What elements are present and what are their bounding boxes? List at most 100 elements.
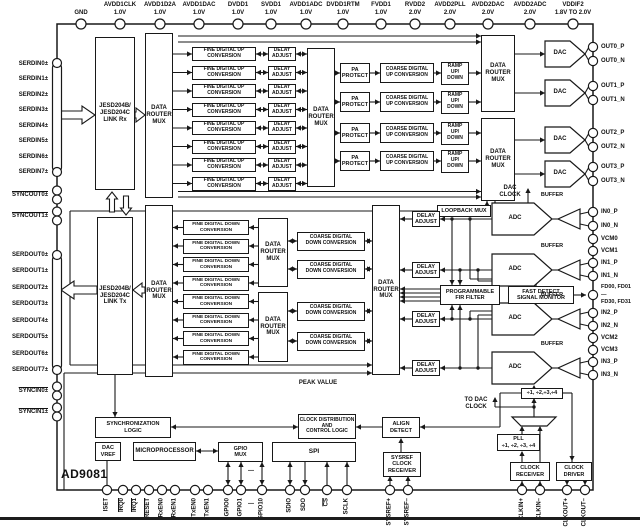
chip-name: AD9081 (61, 467, 108, 481)
pin-pad (232, 18, 244, 30)
pin-label: SERDIN5± (18, 137, 48, 144)
pin-pad (114, 18, 126, 30)
pin-label: OUT2_P (601, 129, 625, 136)
pin-label: VCM3 (601, 346, 618, 353)
pin-label: SYNCIN0± (18, 387, 48, 394)
pin-pad (337, 18, 349, 30)
pin-pad (193, 18, 205, 30)
pin-pad (51, 411, 63, 422)
pin-label: RxEN0 (158, 498, 165, 518)
pin-label: SDIO (286, 498, 293, 513)
pin-pad (117, 484, 129, 496)
pin-label: RxEN1 (171, 498, 178, 518)
clock-mux-trapezoid (510, 416, 558, 427)
pin-label: SERDOUT3± (12, 300, 48, 307)
pin-pad (587, 41, 599, 53)
pin-label: GPIO0 (224, 498, 231, 517)
pin-pad (256, 484, 268, 496)
pin-label: IN1_N (601, 272, 619, 279)
pin-label: IN3_P (601, 358, 618, 365)
pin-label: SDO (301, 498, 308, 512)
pin-pad (235, 484, 247, 496)
pin-pad (534, 484, 546, 496)
pin-label: PEAK VALUE (298, 380, 338, 386)
pin-label: SERDOUT1± (12, 267, 48, 274)
pin-pad (51, 390, 63, 401)
pin-pad (561, 484, 573, 496)
dac-shape (544, 126, 586, 154)
pin-pad (156, 484, 168, 496)
pin-label: CS (323, 498, 330, 507)
pin-label: 1.0V (264, 9, 278, 16)
pin-pad (587, 141, 599, 153)
pin-pad (202, 484, 214, 496)
adc-shape (491, 351, 553, 385)
pin-label: SYNCIN1± (18, 408, 48, 415)
pin-pad (587, 161, 599, 173)
pin-label: AVDD2ADC (513, 2, 547, 8)
pin-pad (130, 484, 142, 496)
pin-label: DAC (503, 185, 517, 191)
pin-pad (587, 344, 599, 356)
pin-pad (101, 484, 113, 496)
pin-label: AVDD1ADC (289, 2, 323, 8)
pin-label: CLOCK (465, 404, 487, 410)
pin-label: SERDIN4± (18, 122, 48, 129)
pin-label: 1.8V TO 2.0V (554, 9, 592, 16)
pin-pad (321, 484, 333, 496)
pin-pad (341, 484, 353, 496)
pin-label: VCM2 (601, 334, 618, 341)
pin-label: OUT0_N (601, 57, 625, 64)
pin-pad (587, 220, 599, 232)
adc-shape (491, 253, 553, 287)
pin-pad (300, 18, 312, 30)
pin-pad (587, 94, 599, 106)
pin-label: 1.0V (374, 9, 388, 16)
pin-label: DAC (553, 50, 567, 56)
pin-label: SYNCOUT1± (12, 212, 48, 219)
pin-label: SYSREF+ (386, 498, 393, 526)
pin-label: IN2_N (601, 322, 619, 329)
pin-label: 2.0V (481, 9, 495, 16)
pin-pad (444, 18, 456, 30)
pin-pad (587, 245, 599, 257)
buffer-triangle (556, 357, 581, 379)
spi-block: SPI (272, 442, 356, 462)
figure-bottom-rule (0, 517, 640, 520)
pin-label: OUT1_P (601, 82, 625, 89)
pin-label: 1.0V (192, 9, 206, 16)
pin-pad (284, 484, 296, 496)
pin-label: IN0_N (601, 222, 619, 229)
pin-label: ADC (508, 215, 522, 221)
pin-label: ISET (103, 498, 110, 512)
pin-pad (587, 369, 599, 381)
pin-pad (587, 332, 599, 344)
pin-label: GPIO1 (237, 498, 244, 517)
pin-pad (579, 484, 591, 496)
pin-label: SERDOUT7± (12, 366, 48, 373)
pin-pad (587, 80, 599, 92)
buffer-triangle (556, 259, 581, 281)
